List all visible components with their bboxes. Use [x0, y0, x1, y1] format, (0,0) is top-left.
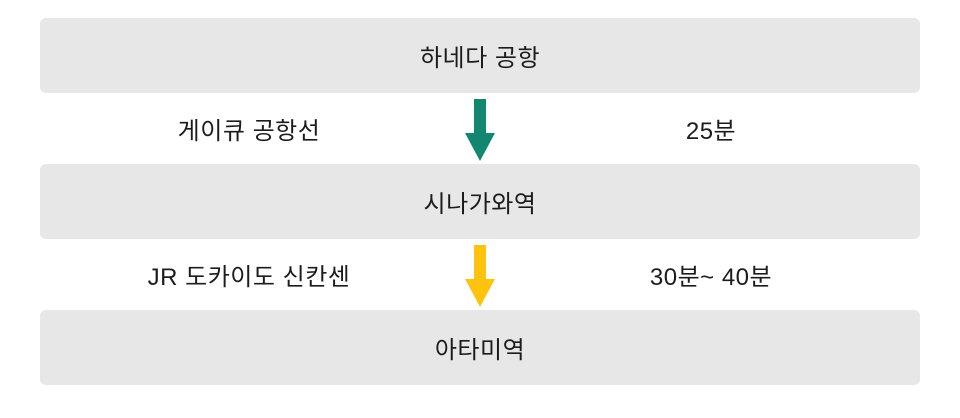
- station-node-atami: 아타미역: [40, 310, 920, 385]
- edge-line-label: JR 도카이도 신칸센: [147, 264, 351, 291]
- edge-duration-label: 25분: [685, 118, 737, 145]
- station-label: 시나가와역: [423, 191, 537, 218]
- station-label: 하네다 공항: [419, 45, 541, 72]
- edge-row-shinkansen: JR 도카이도 신칸센 30분~ 40분: [40, 239, 920, 310]
- station-label: 아타미역: [434, 337, 526, 364]
- edge-row-keikyu: 게이큐 공항선 25분: [40, 93, 920, 164]
- edge-duration-label: 30분~ 40분: [649, 264, 773, 291]
- station-node-haneda: 하네다 공항: [40, 18, 920, 93]
- down-arrow-icon: [458, 93, 502, 164]
- station-node-shinagawa: 시나가와역: [40, 164, 920, 239]
- down-arrow-icon: [458, 239, 502, 310]
- edge-line-label: 게이큐 공항선: [177, 118, 321, 145]
